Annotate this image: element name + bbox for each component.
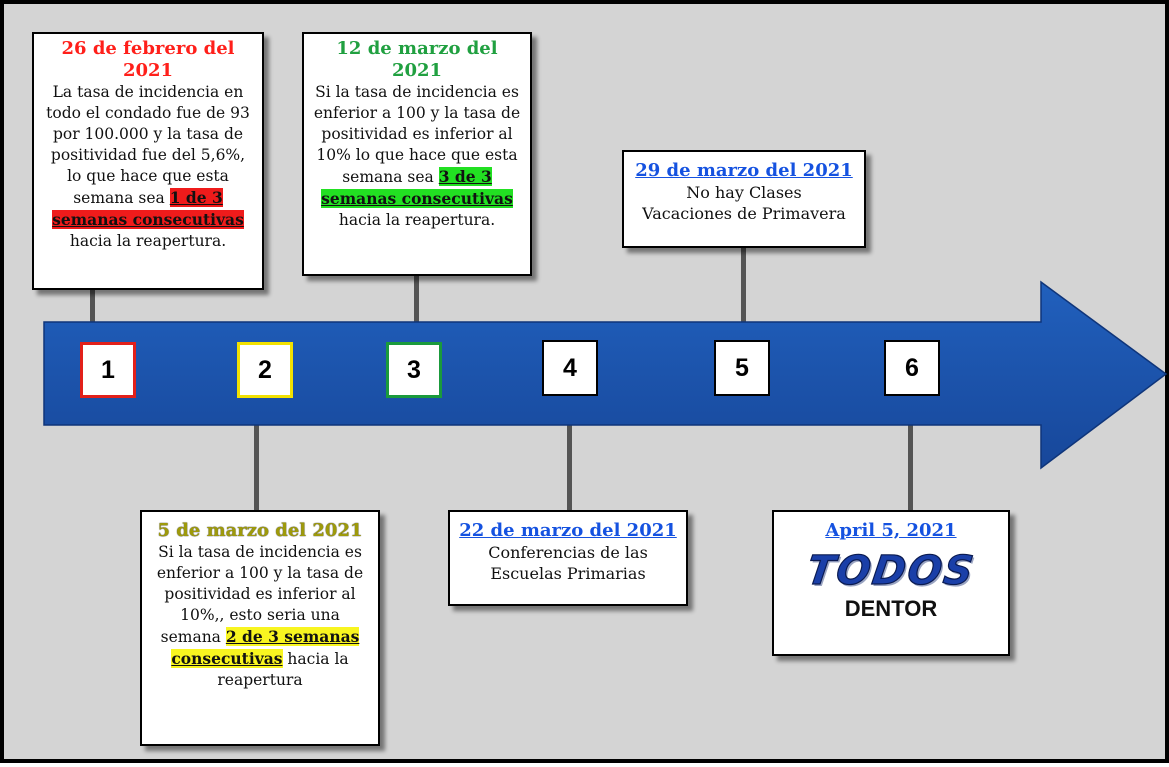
event-6-subtitle: DENTOR (844, 596, 938, 621)
connector-line-5 (741, 246, 746, 328)
event-1-text: La tasa de incidencia en todo el condado… (46, 83, 250, 207)
event-1-date: 26 de febrero del 2021 (61, 38, 235, 81)
connector-line-2 (254, 424, 259, 510)
event-4-line-2: Escuelas Primarias (490, 564, 646, 583)
todos-logo: TODOS (804, 547, 979, 594)
event-5-line-2: Vacaciones de Primavera (642, 204, 846, 223)
timeline-marker-6: 6 (884, 340, 940, 396)
event-2-text: Si la tasa de incidencia es enferior a 1… (156, 543, 364, 646)
event-box-1: 26 de febrero del 2021 La tasa de incide… (32, 32, 264, 290)
timeline-marker-5: 5 (714, 340, 770, 396)
timeline-marker-1: 1 (80, 342, 136, 398)
connector-line-6 (908, 424, 913, 514)
event-5-date: 29 de marzo del 2021 (635, 160, 853, 181)
event-box-5: 29 de marzo del 2021 No hay Clases Vacac… (622, 150, 866, 248)
event-box-4: 22 de marzo del 2021 Conferencias de las… (448, 510, 688, 606)
connector-line-3 (414, 274, 419, 328)
event-3-text-end: hacia la reapertura. (338, 211, 496, 229)
event-4-date: 22 de marzo del 2021 (459, 520, 677, 541)
connector-line-1 (90, 288, 95, 328)
event-2-date: 5 de marzo del 2021 (157, 520, 363, 541)
event-4-line-1: Conferencias de las (488, 543, 648, 562)
timeline-marker-2: 2 (237, 342, 293, 398)
connector-line-4 (567, 424, 572, 512)
event-2-text-end: hacia la reapertura (217, 650, 349, 689)
event-3-text: Si la tasa de incidencia es enferior a 1… (313, 83, 521, 186)
event-6-date: April 5, 2021 (825, 520, 957, 541)
timeline-arrow (43, 280, 1168, 470)
event-box-3: 12 de marzo del 2021 Si la tasa de incid… (302, 32, 532, 276)
timeline-marker-4: 4 (542, 340, 598, 396)
event-1-text-end: hacia la reapertura. (69, 232, 227, 250)
event-3-date: 12 de marzo del 2021 (336, 38, 498, 81)
event-box-6: April 5, 2021 TODOS DENTOR (772, 510, 1010, 656)
event-5-line-1: No hay Clases (686, 183, 802, 202)
timeline-marker-3: 3 (386, 342, 442, 398)
event-box-2: 5 de marzo del 2021 Si la tasa de incide… (140, 510, 380, 746)
